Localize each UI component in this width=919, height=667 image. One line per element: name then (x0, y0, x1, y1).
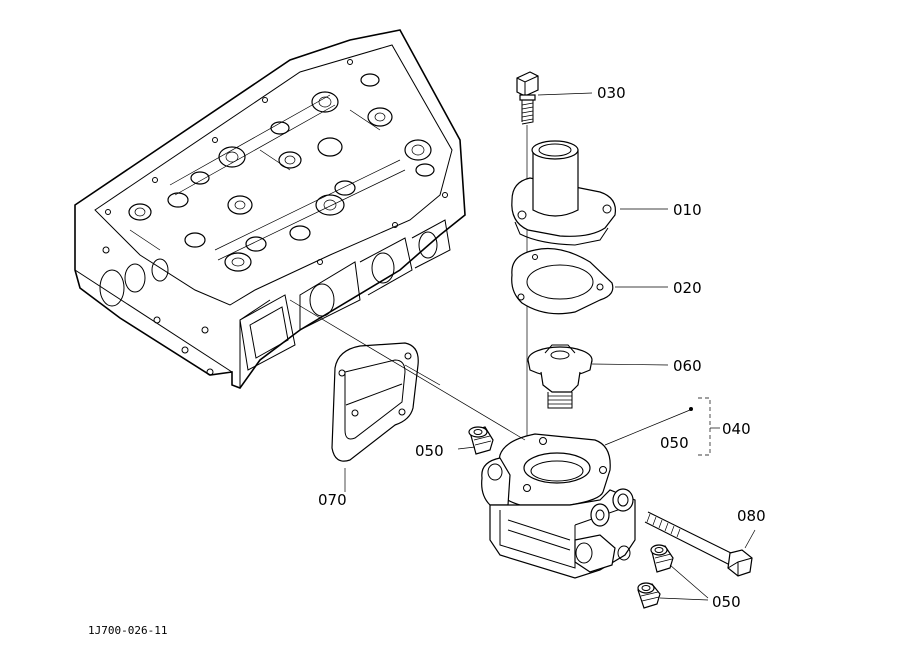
thermostat-housing-040 (481, 407, 693, 579)
label-080: 080 (737, 507, 766, 525)
alignment-line-head (289, 299, 526, 441)
label-070: 070 (318, 491, 347, 509)
gasket-020 (511, 247, 668, 315)
plug-050-bottom-1 (650, 544, 709, 599)
diagram-code: 1J700-026-11 (88, 624, 167, 637)
bolt-030 (516, 71, 593, 125)
leader-dot (689, 407, 693, 411)
thermostat-cover-010 (511, 140, 668, 246)
thermostat-060 (527, 344, 669, 409)
label-020: 020 (673, 279, 702, 297)
bolt-080 (644, 511, 756, 577)
gasket-070 (331, 342, 419, 492)
label-050-bottom: 050 (712, 593, 741, 611)
plug-050-bottom-2 (637, 582, 709, 609)
cylinder-head (74, 29, 466, 389)
label-030: 030 (597, 84, 626, 102)
label-010: 010 (673, 201, 702, 219)
label-050-set: 050 (660, 434, 689, 452)
label-040: 040 (722, 420, 751, 438)
label-050-left: 050 (415, 442, 444, 460)
label-060: 060 (673, 357, 702, 375)
head-bosses (128, 73, 435, 272)
set-bracket (698, 397, 711, 456)
plug-050-left (457, 426, 494, 455)
